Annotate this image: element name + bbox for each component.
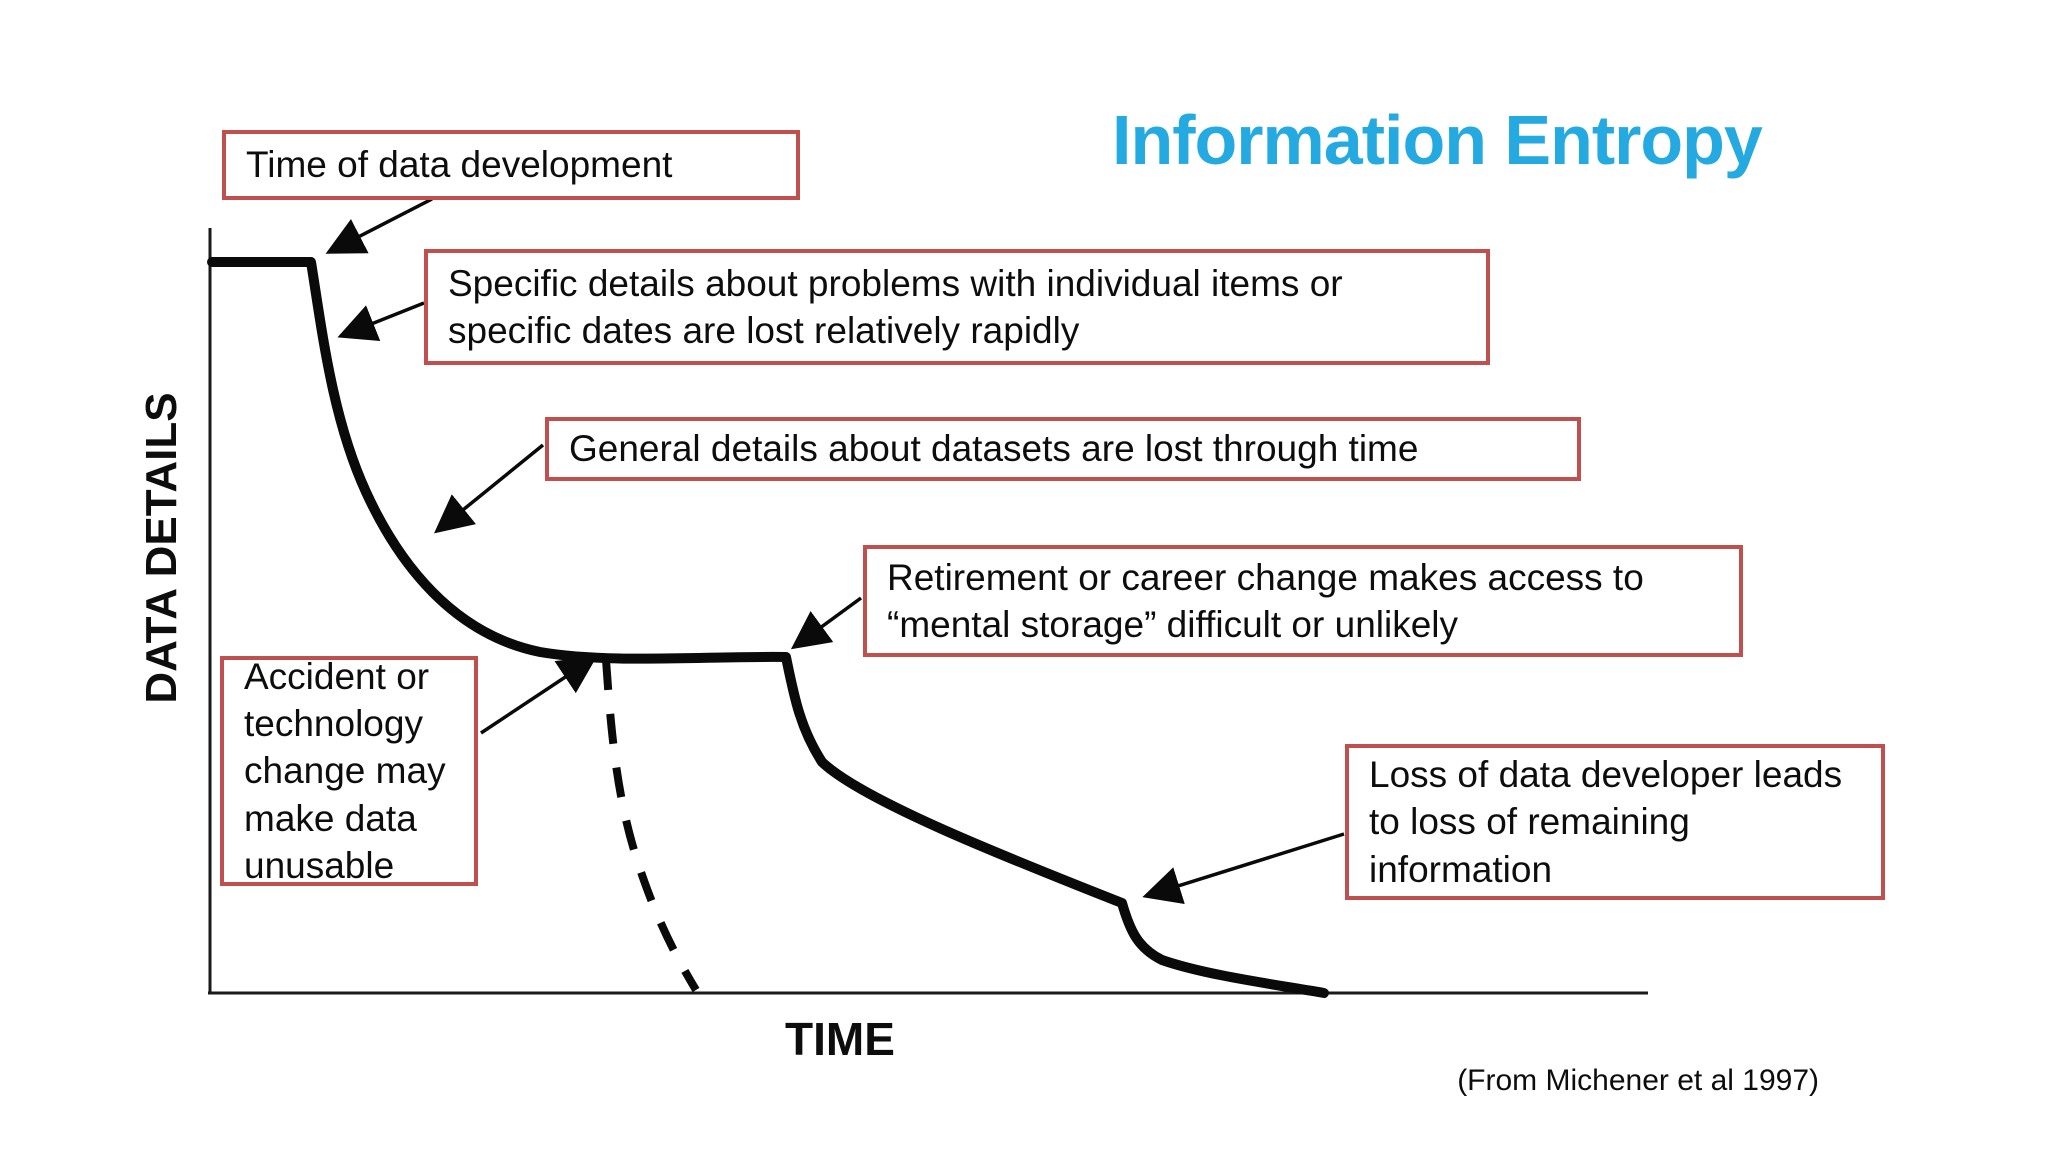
arrow-time-of-development: [325, 197, 433, 254]
annotation-box-accident: Accident or technology change may make d…: [220, 656, 478, 886]
annotation-box-retirement: Retirement or career change makes access…: [863, 545, 1743, 657]
annotation-text: Specific details about problems with ind…: [448, 262, 1343, 351]
dashed-branch-curve: [602, 659, 700, 993]
arrow-loss-of-developer: [1142, 832, 1345, 905]
annotation-box-specific-details: Specific details about problems with ind…: [424, 249, 1490, 365]
annotation-box-time-of-development: Time of data development: [222, 130, 800, 200]
x-axis-label: TIME: [785, 1013, 895, 1065]
arrow-general-details: [434, 443, 545, 534]
annotation-box-general-details: General details about datasets are lost …: [545, 417, 1581, 481]
annotation-text: Retirement or career change makes access…: [887, 556, 1644, 645]
page-title: Information Entropy: [1112, 101, 1763, 179]
annotation-text: Accident or technology change may make d…: [244, 655, 446, 887]
annotation-text: Loss of data developer leads to loss of …: [1369, 753, 1843, 890]
decay-curve: [207, 257, 1329, 998]
arrow-specific-details: [337, 301, 425, 342]
arrow-accident: [480, 655, 598, 735]
annotation-box-loss-of-developer: Loss of data developer leads to loss of …: [1345, 744, 1885, 900]
y-axis-label: DATA DETAILS: [137, 392, 186, 704]
annotation-text: Time of data development: [246, 144, 673, 186]
attribution-text: (From Michener et al 1997): [1457, 1064, 1819, 1097]
arrow-retirement: [790, 596, 863, 650]
annotation-text: General details about datasets are lost …: [569, 428, 1419, 470]
